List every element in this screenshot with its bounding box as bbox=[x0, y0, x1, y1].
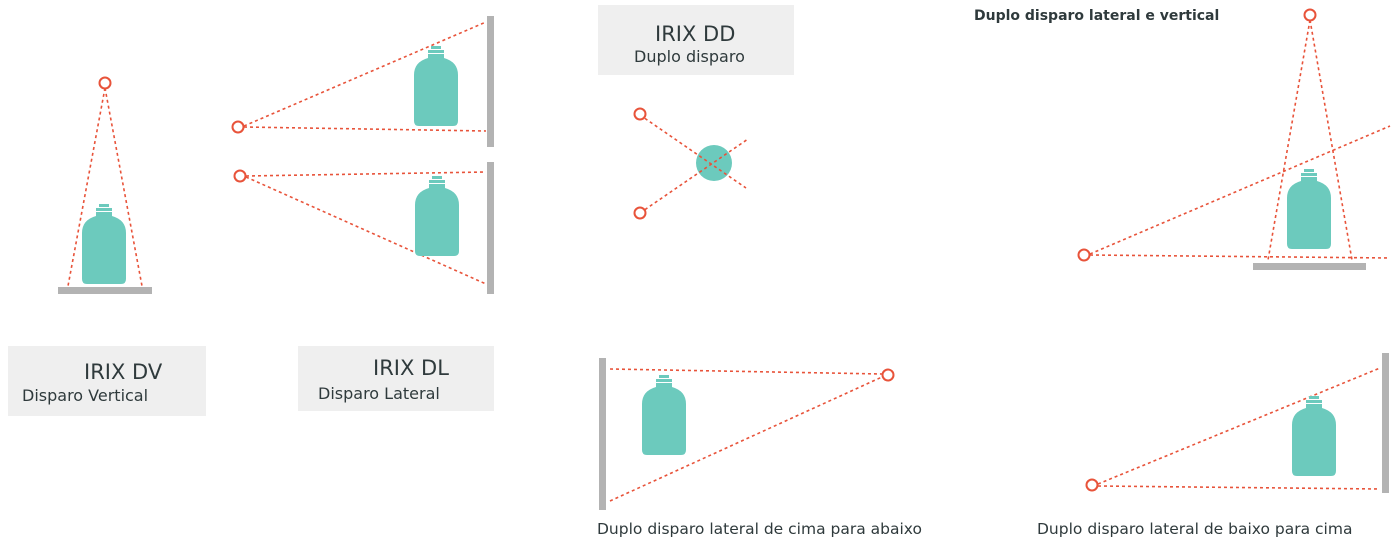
bottle-icon bbox=[415, 176, 459, 256]
sensor-emitter-icon bbox=[633, 107, 647, 121]
beam-line bbox=[243, 21, 487, 127]
label-irix-dv: IRIX DV Disparo Vertical bbox=[8, 346, 206, 416]
label-title: IRIX DV bbox=[84, 360, 163, 384]
bottle-icon bbox=[82, 204, 126, 284]
bottle-icon bbox=[414, 46, 458, 126]
beam-line bbox=[1089, 254, 1391, 259]
caption-lateral-vertical: Duplo disparo lateral e vertical bbox=[974, 8, 1220, 24]
beam-line bbox=[639, 138, 749, 214]
label-subtitle: Disparo Vertical bbox=[22, 386, 149, 405]
beam-line bbox=[1097, 367, 1381, 485]
beam-line bbox=[245, 171, 487, 177]
caption-top-down: Duplo disparo lateral de cima para abaix… bbox=[597, 520, 922, 538]
bottle-icon bbox=[1287, 169, 1331, 249]
label-title: IRIX DD bbox=[655, 22, 736, 46]
top-down-diagram bbox=[599, 358, 895, 510]
label-irix-dl: IRIX DL Disparo Lateral bbox=[298, 346, 494, 411]
sensor-emitter-icon bbox=[231, 120, 245, 134]
label-irix-dd: IRIX DD Duplo disparo bbox=[598, 5, 794, 75]
beam-line bbox=[245, 176, 487, 285]
sensor-emitter-icon bbox=[1303, 8, 1317, 22]
reflector-surface bbox=[487, 16, 494, 147]
beam-line bbox=[243, 126, 487, 132]
dv-diagram bbox=[58, 76, 152, 294]
lateral-vertical-diagram bbox=[1077, 8, 1391, 270]
beam-line bbox=[1267, 19, 1311, 261]
reflector-surface bbox=[487, 162, 494, 294]
beam-line bbox=[609, 368, 883, 375]
sensor-emitter-icon bbox=[633, 206, 647, 220]
beam-line bbox=[1097, 485, 1381, 490]
reflector-surface bbox=[58, 287, 152, 294]
circular-target-icon bbox=[696, 145, 732, 181]
reflector-surface bbox=[1382, 353, 1389, 493]
sensor-emitter-icon bbox=[881, 368, 895, 382]
label-subtitle: Duplo disparo bbox=[634, 47, 745, 66]
label-title: IRIX DL bbox=[373, 356, 449, 380]
bottom-up-diagram bbox=[1085, 353, 1389, 493]
reflector-surface bbox=[599, 358, 606, 510]
dl-diagram-lower bbox=[233, 162, 494, 294]
caption-bottom-up: Duplo disparo lateral de baixo para cima bbox=[1037, 520, 1353, 538]
beam-line bbox=[609, 376, 883, 502]
beam-line bbox=[1309, 19, 1353, 261]
sensor-emitter-icon bbox=[233, 169, 247, 183]
label-subtitle: Disparo Lateral bbox=[318, 384, 440, 403]
sensor-emitter-icon bbox=[98, 76, 112, 90]
bottle-icon bbox=[1292, 396, 1336, 476]
dd-diagram bbox=[633, 107, 749, 220]
reflector-surface bbox=[1253, 263, 1366, 270]
sensor-emitter-icon bbox=[1077, 248, 1091, 262]
bottle-icon bbox=[642, 375, 686, 455]
beam-line bbox=[1089, 125, 1391, 255]
dl-diagram-upper bbox=[231, 16, 494, 147]
sensor-emitter-icon bbox=[1085, 478, 1099, 492]
